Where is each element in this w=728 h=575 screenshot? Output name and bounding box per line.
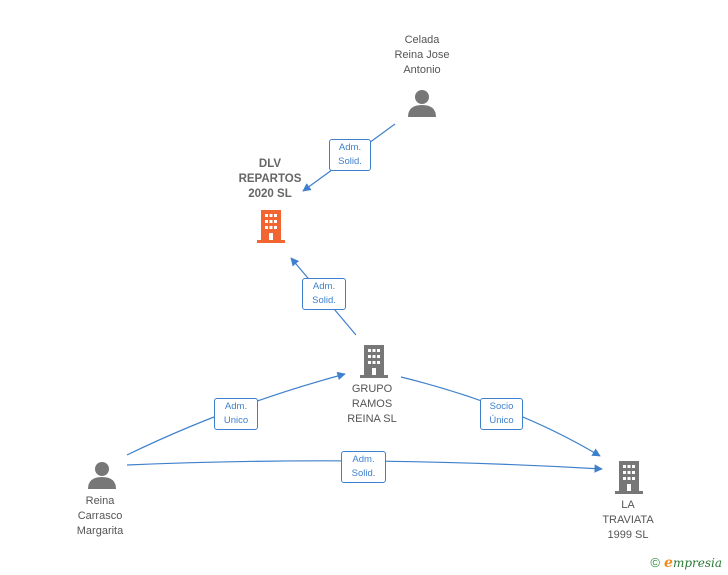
brand-logo: empresia	[664, 555, 722, 571]
building-icon[interactable]	[615, 459, 643, 495]
edge-label-celada-dlv[interactable]: Adm. Solid.	[329, 139, 371, 171]
building-icon[interactable]	[360, 343, 388, 379]
node-label-traviata: LA TRAVIATA 1999 SL	[602, 499, 654, 541]
person-icon[interactable]	[86, 460, 118, 490]
node-label-dlv: DLV REPARTOS 2020 SL	[238, 158, 302, 200]
edge-label-grupo-traviata[interactable]: Socio Único	[480, 398, 523, 430]
edge-label-reina-grupo[interactable]: Adm. Unico	[214, 398, 258, 430]
node-label-celada: Celada Reina Jose Antonio	[394, 34, 450, 76]
edge-label-reina-traviata[interactable]: Adm. Solid.	[341, 451, 386, 483]
building-icon[interactable]	[257, 208, 285, 244]
person-icon[interactable]	[406, 88, 438, 118]
node-label-grupo: GRUPO RAMOS REINA SL	[347, 383, 397, 425]
footer-brand[interactable]: ©empresia	[650, 555, 722, 571]
copyright-symbol: ©	[650, 555, 661, 570]
edge-label-grupo-dlv[interactable]: Adm. Solid.	[302, 278, 346, 310]
node-label-reina: Reina Carrasco Margarita	[76, 495, 124, 537]
